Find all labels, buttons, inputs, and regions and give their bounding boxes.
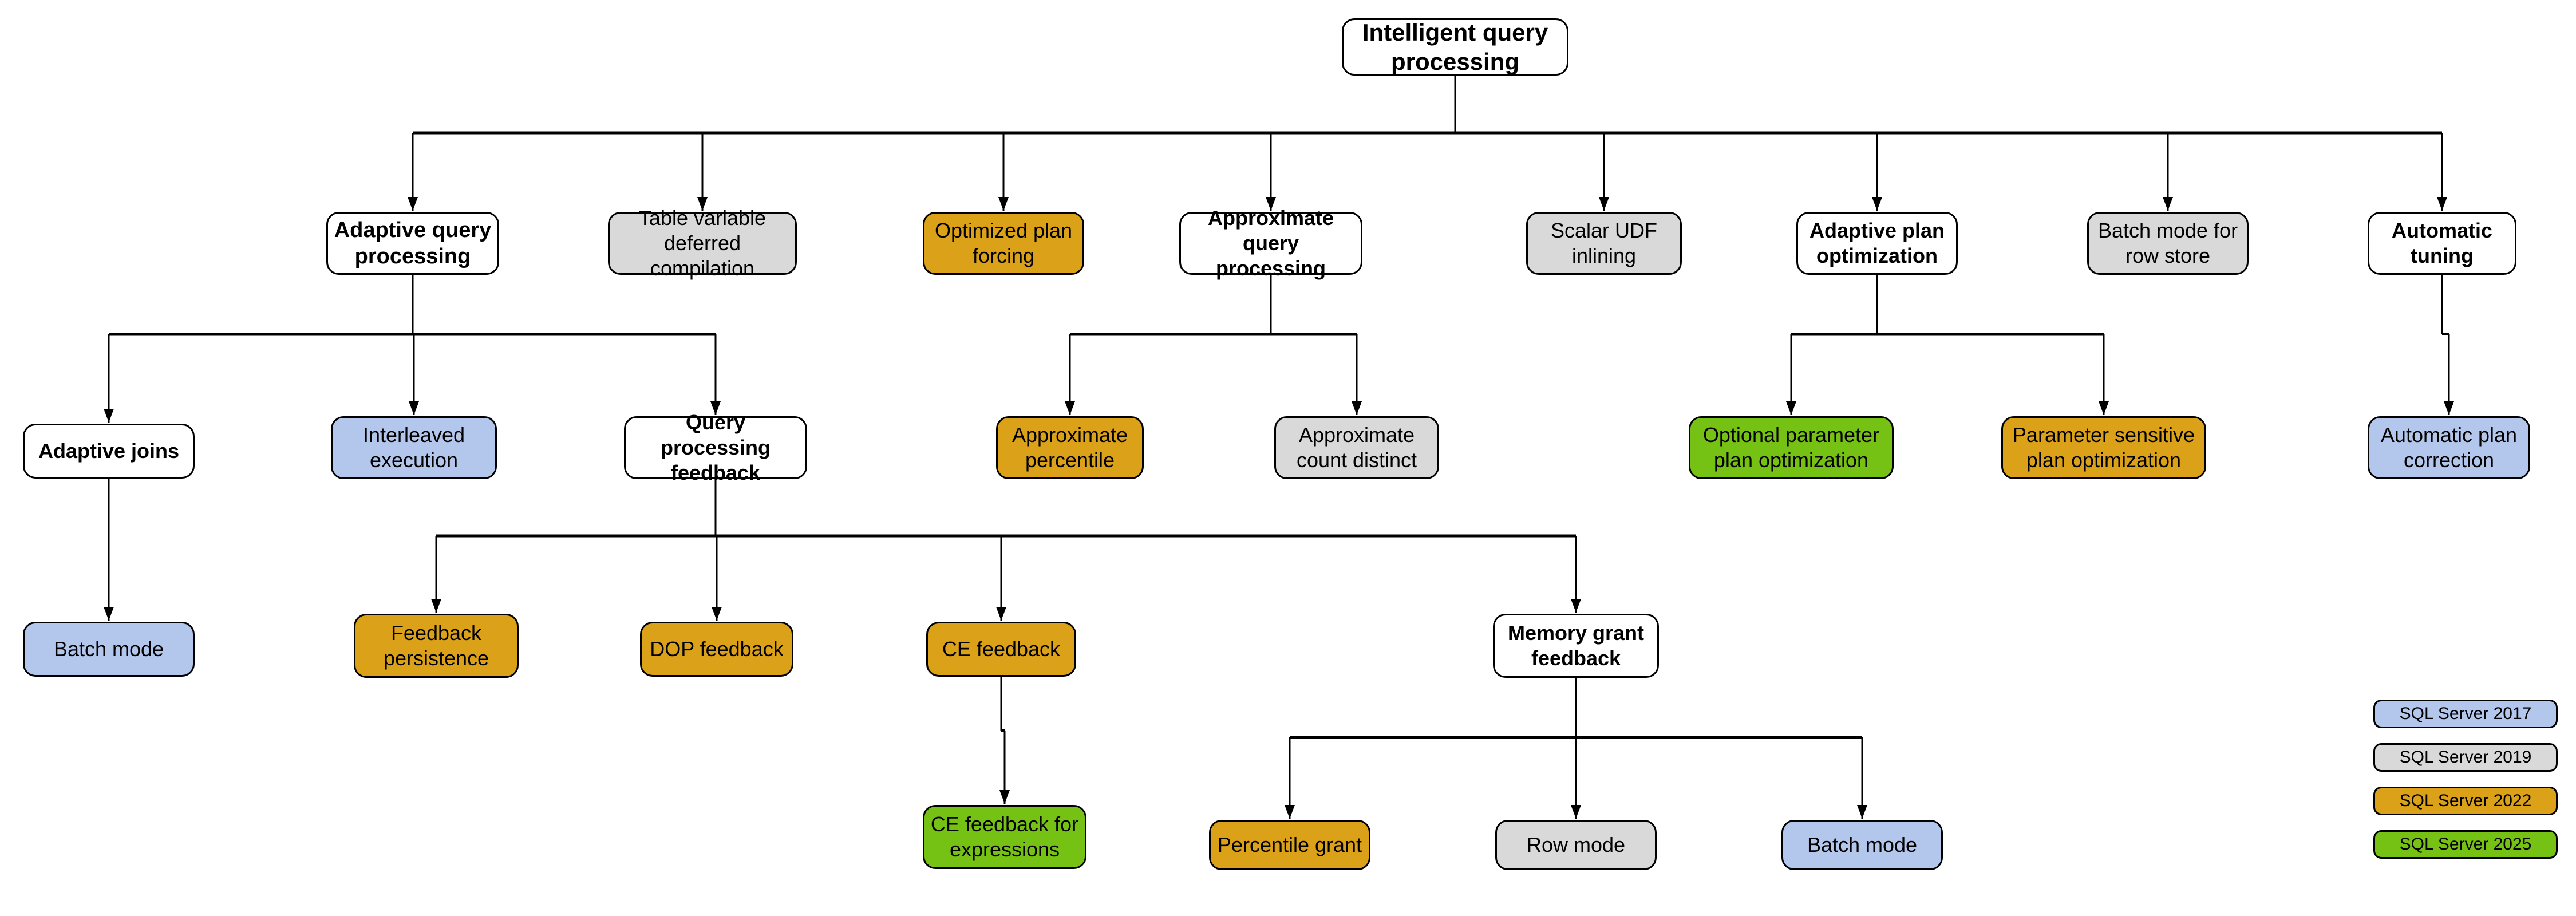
node-pspo[interactable]: Parameter sensitive plan optimization — [2001, 416, 2206, 479]
node-apo[interactable]: Adaptive plan optimization — [1796, 212, 1958, 275]
node-appct[interactable]: Approximate percentile — [996, 416, 1144, 479]
node-apc[interactable]: Automatic plan correction — [2368, 416, 2530, 479]
node-rowmode[interactable]: Row mode — [1495, 820, 1657, 870]
node-root[interactable]: Intelligent query processing — [1342, 18, 1568, 76]
node-cefbexpr[interactable]: CE feedback for expressions — [923, 805, 1086, 869]
node-qpf[interactable]: Query processing feedback — [624, 410, 807, 484]
node-bmode2[interactable]: Batch mode — [1781, 820, 1943, 870]
node-aqp[interactable]: Adaptive query processing — [326, 212, 499, 275]
node-ilexec[interactable]: Interleaved execution — [331, 416, 497, 479]
node-fbpers[interactable]: Feedback persistence — [354, 614, 519, 678]
node-oppo[interactable]: Optional parameter plan optimization — [1689, 416, 1894, 479]
legend-item-sql-server-2025: SQL Server 2025 — [2373, 830, 2558, 859]
legend-item-sql-server-2022: SQL Server 2022 — [2373, 787, 2558, 815]
node-bmrs[interactable]: Batch mode for row store — [2087, 212, 2249, 275]
legend-item-sql-server-2017: SQL Server 2017 — [2373, 700, 2558, 728]
node-cefb[interactable]: CE feedback — [926, 622, 1076, 677]
node-acd[interactable]: Approximate count distinct — [1274, 416, 1439, 479]
node-dopfb[interactable]: DOP feedback — [640, 622, 793, 677]
node-apq[interactable]: Approximate query processing — [1179, 206, 1362, 280]
node-bmode1[interactable]: Batch mode — [23, 622, 195, 677]
node-autotune[interactable]: Automatic tuning — [2368, 212, 2516, 275]
legend-item-sql-server-2019: SQL Server 2019 — [2373, 743, 2558, 772]
node-udf[interactable]: Scalar UDF inlining — [1526, 212, 1682, 275]
node-ajoin[interactable]: Adaptive joins — [23, 424, 195, 479]
node-tvdc[interactable]: Table variable deferred compilation — [608, 206, 797, 280]
node-pgrant[interactable]: Percentile grant — [1209, 820, 1370, 870]
node-mgf[interactable]: Memory grant feedback — [1493, 614, 1659, 678]
node-opf[interactable]: Optimized plan forcing — [923, 212, 1084, 275]
